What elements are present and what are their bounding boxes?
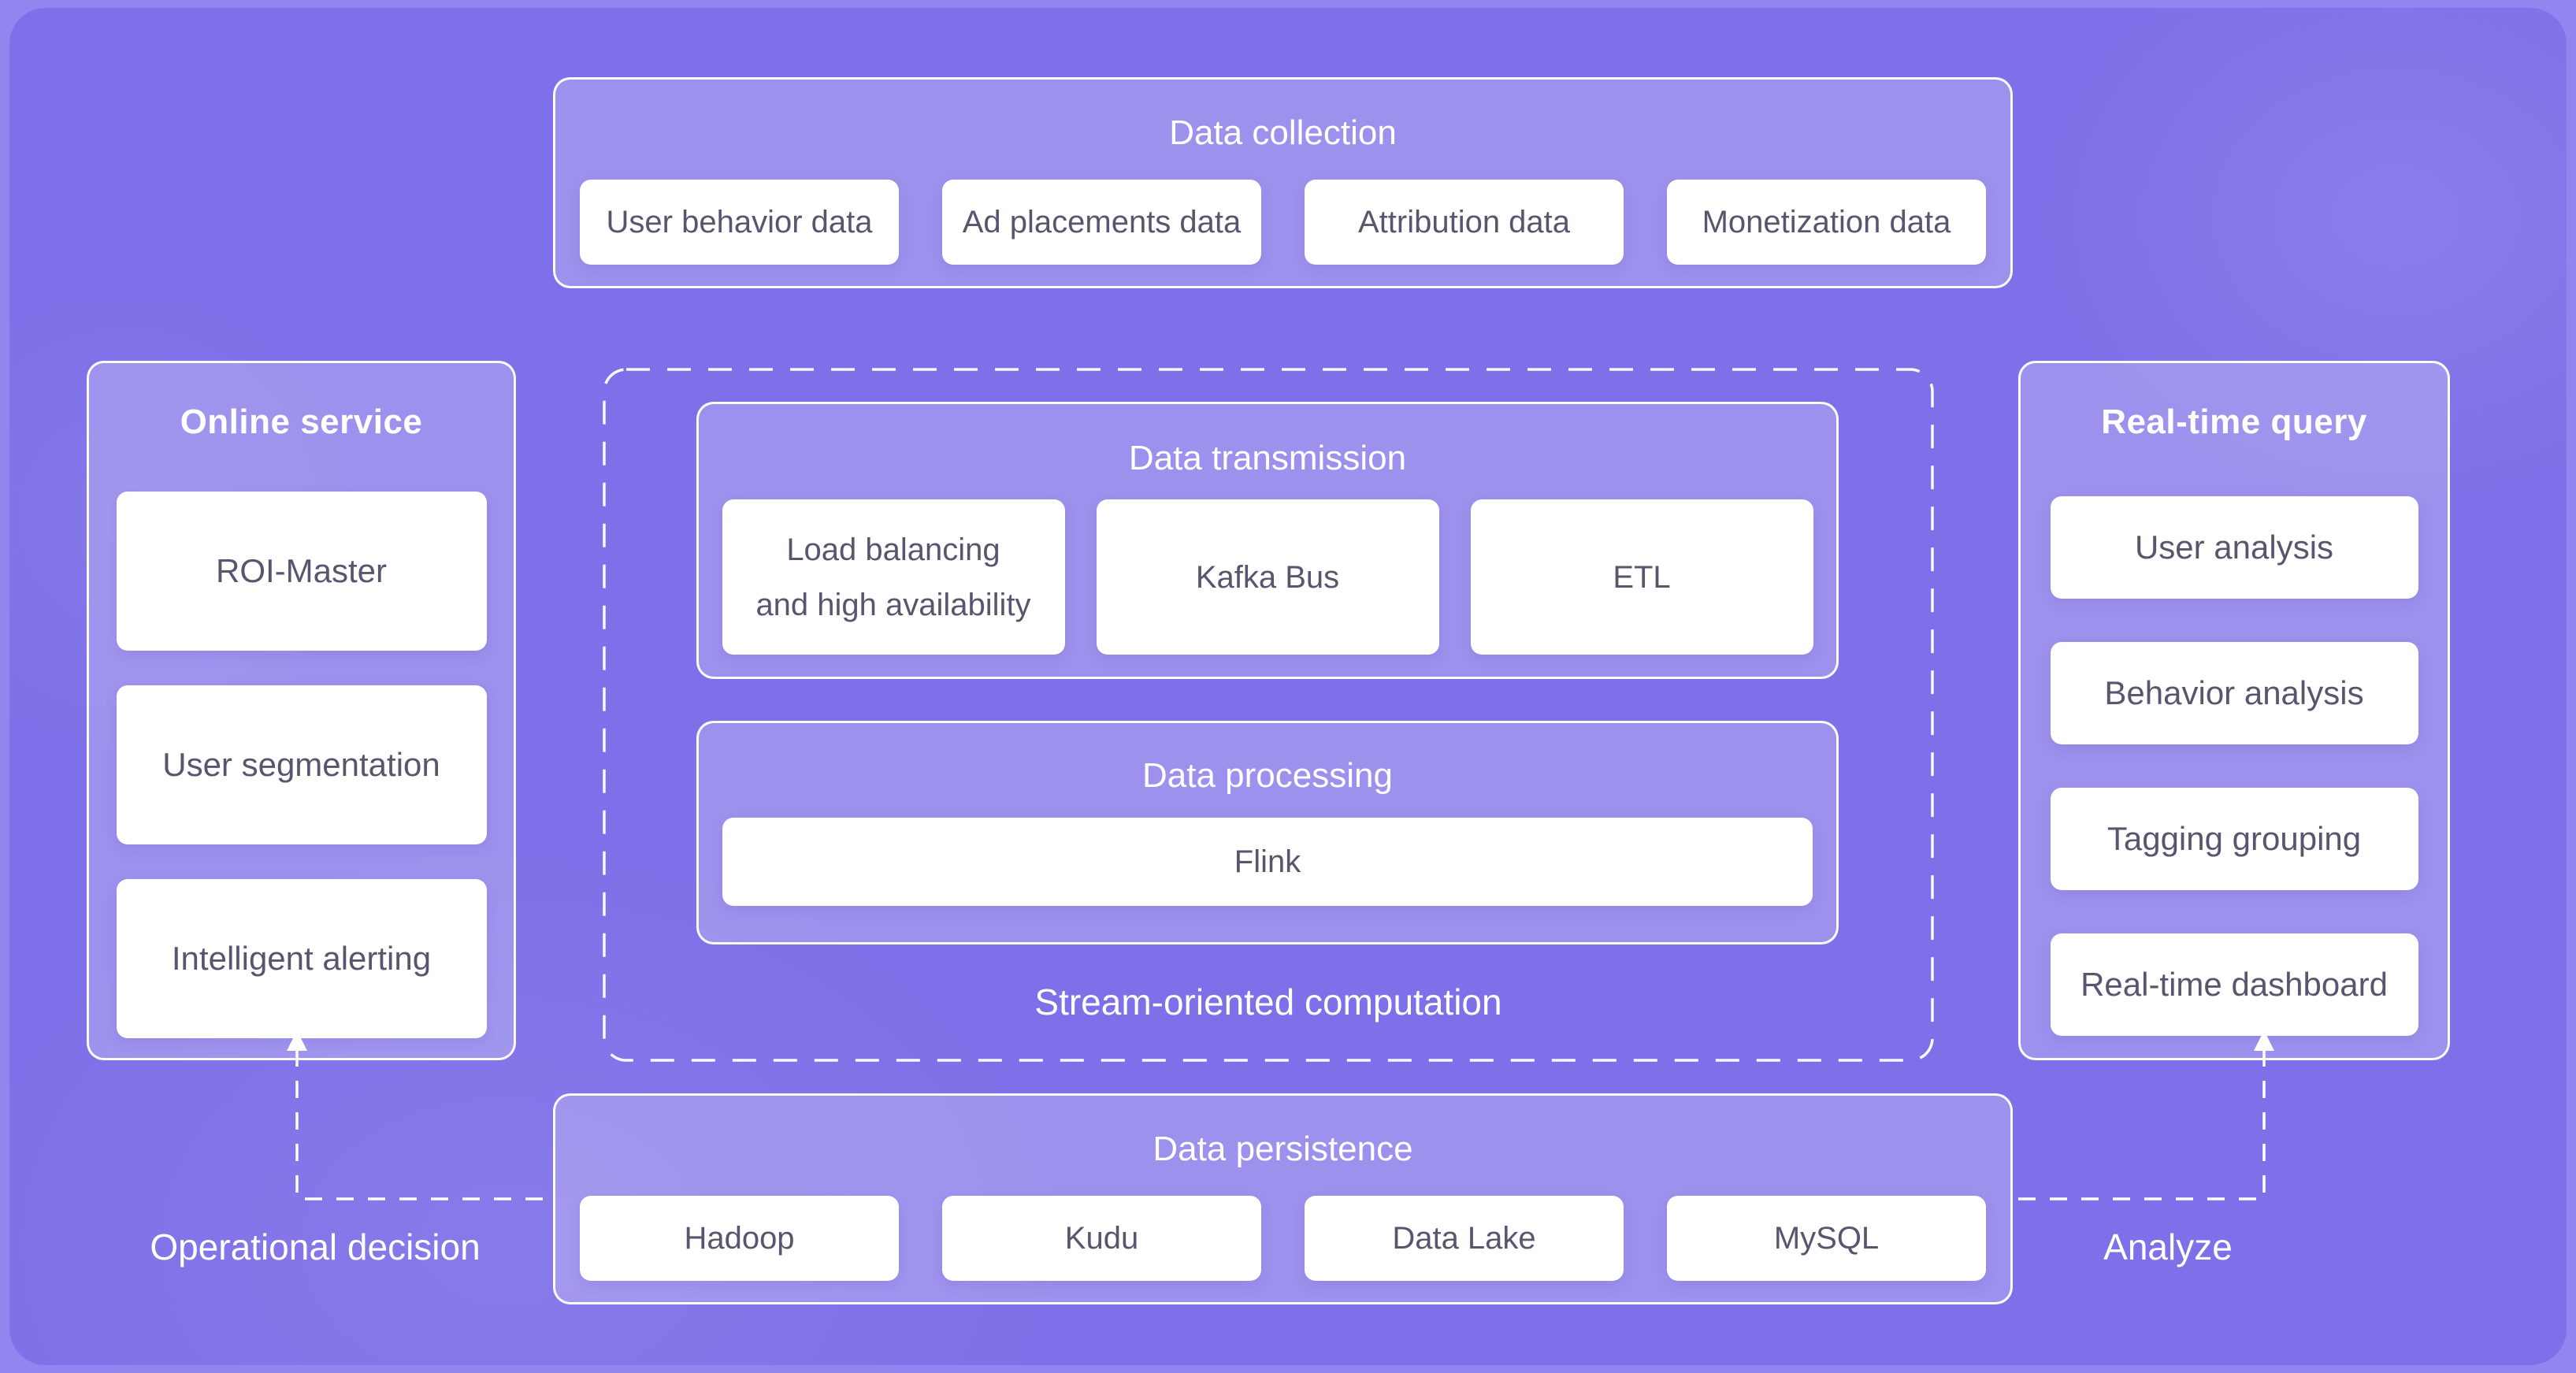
flow-label-operational-decision: Operational decision	[150, 1226, 481, 1267]
section-title-data-processing: Data processing	[1142, 756, 1393, 795]
node-label-line: and high availability	[755, 587, 1031, 622]
section-real-time-query: Real-time query User analysis Behavior a…	[2018, 361, 2450, 1060]
flow-label-analyze: Analyze	[2103, 1226, 2233, 1267]
connector-operational-decision	[295, 1049, 553, 1200]
node-hadoop: Hadoop	[580, 1196, 899, 1281]
data-transmission-row: Load balancing and high availability Kaf…	[722, 499, 1813, 655]
node-label: Real-time dashboard	[2080, 966, 2388, 1003]
section-title-data-collection: Data collection	[1169, 113, 1397, 152]
node-roi-master: ROI-Master	[116, 492, 487, 651]
section-data-transmission: Data transmission Load balancing and hig…	[696, 402, 1839, 679]
node-kudu: Kudu	[942, 1196, 1261, 1281]
section-title-data-persistence: Data persistence	[1153, 1130, 1413, 1168]
connector-analyze	[2014, 1049, 2266, 1200]
node-label: ROI-Master	[215, 552, 387, 589]
node-tagging-grouping: Tagging grouping	[2050, 788, 2418, 890]
node-ad-placements-data: Ad placements data	[942, 180, 1261, 265]
section-data-persistence: Data persistence Hadoop Kudu Data Lake M…	[553, 1093, 2013, 1304]
node-label-line: Load balancing	[786, 532, 1000, 567]
node-label: Kafka Bus	[1195, 559, 1340, 595]
node-label: Hadoop	[684, 1221, 795, 1256]
node-etl: ETL	[1470, 499, 1813, 655]
section-data-processing: Data processing Flink	[696, 721, 1839, 944]
data-collection-row: User behavior data Ad placements data At…	[580, 180, 1986, 265]
section-title-data-transmission: Data transmission	[1128, 439, 1407, 477]
node-user-analysis: User analysis	[2050, 496, 2418, 599]
node-behavior-analysis: Behavior analysis	[2050, 642, 2418, 744]
node-data-lake: Data Lake	[1305, 1196, 1624, 1281]
stream-computation-caption: Stream-oriented computation	[1034, 982, 1502, 1022]
node-label: Ad placements data	[962, 205, 1242, 239]
node-kafka-bus: Kafka Bus	[1096, 499, 1439, 655]
node-label: Data Lake	[1392, 1221, 1536, 1256]
node-real-time-dashboard: Real-time dashboard	[2050, 933, 2418, 1036]
diagram-canvas: Data collection User behavior data Ad pl…	[9, 8, 2567, 1365]
node-label: User analysis	[2134, 529, 2334, 566]
node-monetization-data: Monetization data	[1667, 180, 1986, 265]
data-persistence-row: Hadoop Kudu Data Lake MySQL	[580, 1196, 1986, 1281]
node-flink: Flink	[722, 818, 1813, 906]
node-mysql: MySQL	[1667, 1196, 1986, 1281]
node-attribution-data: Attribution data	[1305, 180, 1624, 265]
online-service-column: ROI-Master User segmentation Intelligent…	[116, 492, 487, 1038]
node-label: Intelligent alerting	[171, 940, 432, 977]
node-label: Kudu	[1064, 1221, 1139, 1256]
node-label: User behavior data	[606, 205, 873, 239]
node-intelligent-alerting: Intelligent alerting	[116, 879, 487, 1038]
node-label: Tagging grouping	[2106, 820, 2362, 857]
node-label: MySQL	[1773, 1221, 1880, 1256]
node-label: Flink	[1234, 844, 1301, 879]
section-title-real-time-query: Real-time query	[2101, 403, 2367, 441]
node-label: User segmentation	[162, 746, 440, 783]
section-title-online-service: Online service	[180, 403, 423, 441]
node-label: Behavior analysis	[2104, 674, 2364, 711]
node-load-balancing: Load balancing and high availability	[722, 499, 1065, 655]
node-label: Attribution data	[1357, 205, 1571, 239]
section-online-service: Online service ROI-Master User segmentat…	[87, 361, 516, 1060]
node-user-segmentation: User segmentation	[116, 685, 487, 844]
node-label: Monetization data	[1702, 205, 1951, 239]
node-user-behavior-data: User behavior data	[580, 180, 899, 265]
node-label: ETL	[1613, 559, 1671, 595]
real-time-query-column: User analysis Behavior analysis Tagging …	[2050, 496, 2418, 1036]
section-data-collection: Data collection User behavior data Ad pl…	[553, 77, 2013, 288]
data-processing-row: Flink	[722, 818, 1813, 906]
